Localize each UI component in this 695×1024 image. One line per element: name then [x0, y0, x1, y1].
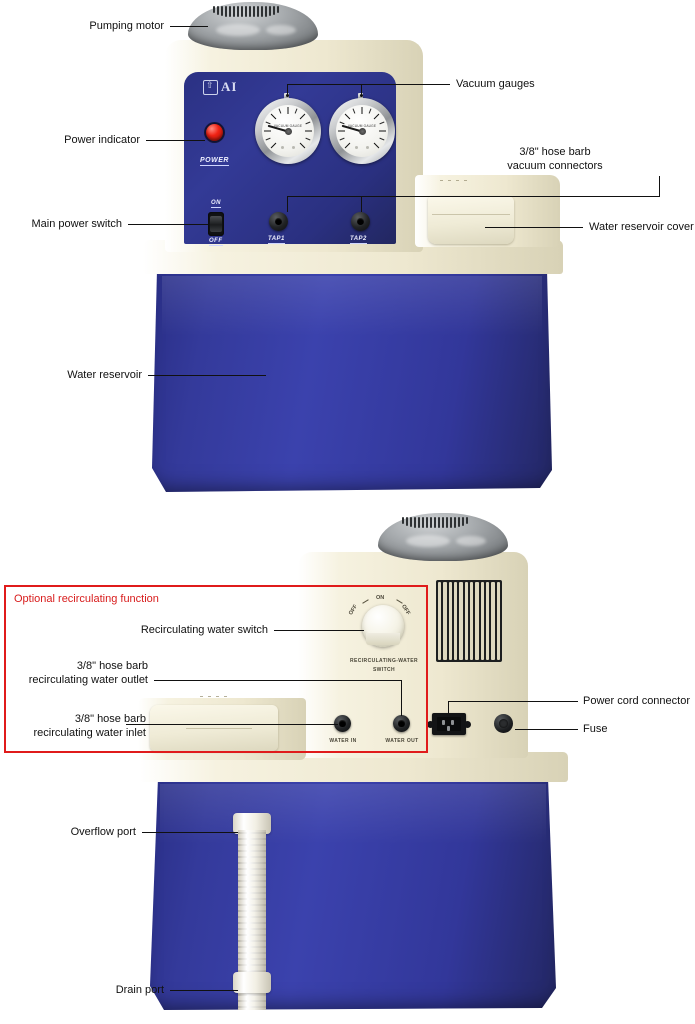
leader-recirc-outlet: [154, 680, 402, 681]
callout-recirc-outlet-line1: 3/8" hose barb: [76, 660, 148, 672]
water-out-label: WATER OUT: [385, 738, 419, 744]
callout-hose-barb-vacuum-line1: 3/8" hose barb: [519, 146, 591, 158]
motor-cover-gloss-rear: [406, 535, 450, 547]
leader-water-reservoir-cover: [485, 227, 583, 228]
callout-drain-port: Drain port: [115, 984, 164, 996]
water-reservoir-cover[interactable]: [428, 196, 514, 244]
fuse-holder[interactable]: [494, 714, 513, 733]
vacuum-gauge-right: VACUUM GAUGE MPa: [329, 98, 395, 164]
callout-pumping-motor: Pumping motor: [89, 20, 164, 32]
cooling-vent-grille: [436, 580, 502, 662]
leader-vacuum-gauges-branch-right: [361, 84, 362, 96]
vacuum-connector-tap2[interactable]: [351, 212, 370, 231]
leader-dot-gauge-right: [360, 94, 363, 97]
vacuum-gauge-left: VACUUM GAUGE MPa: [255, 98, 321, 164]
leader-recirc-inlet: [126, 724, 338, 725]
warning-symbol-icon: [203, 80, 218, 95]
vacuum-gauge-left-title: VACUUM GAUGE: [273, 124, 303, 128]
switch-on-label: ON: [211, 200, 221, 208]
callout-recirc-inlet-line1: 3/8" hose barb: [74, 713, 146, 725]
brand-logo: AI: [221, 79, 238, 94]
leader-main-power-switch: [128, 224, 208, 225]
motor-vent-slots: [213, 6, 295, 17]
warning-arrow-icon: ⇧: [206, 80, 214, 90]
leader-drain-port: [170, 990, 238, 991]
optional-recirculating-function-label: Optional recirculating function: [14, 593, 159, 605]
switch-off-label: OFF: [209, 238, 223, 246]
power-label: POWER: [200, 157, 229, 166]
tap1-label: TAP1: [268, 236, 285, 244]
drain-port-fitting: [233, 972, 271, 993]
power-indicator-led[interactable]: [206, 124, 223, 141]
reservoir-cover-seam-rear: [186, 728, 252, 729]
knob-on-label: ON: [376, 595, 385, 601]
leader-hose-barb-vacuum: [287, 196, 660, 197]
reservoir-cover-vents-rear: [200, 696, 227, 697]
leader-water-reservoir: [148, 375, 266, 376]
callout-recirc-outlet-line2: recirculating water outlet: [28, 674, 148, 686]
main-power-switch-control[interactable]: [208, 212, 224, 236]
leader-power-cord-connector: [448, 701, 578, 702]
recirculating-water-outlet-barb[interactable]: [393, 715, 410, 732]
vacuum-gauge-right-title: VACUUM GAUGE: [347, 124, 377, 128]
reservoir-cover-vents: [440, 180, 467, 181]
callout-main-power-switch: Main power switch: [31, 218, 122, 230]
callout-fuse: Fuse: [583, 723, 608, 735]
recirculating-knob-flat: [366, 633, 400, 645]
motor-cover-gloss-2: [266, 25, 296, 35]
vacuum-connector-tap1[interactable]: [269, 212, 288, 231]
leader-overflow-port: [142, 832, 238, 833]
recirculating-switch-caption-line1: RECIRCULATING-WATER: [350, 658, 418, 664]
tap2-label: TAP2: [350, 236, 367, 244]
leader-vacuum-gauges-branch-left: [287, 84, 288, 96]
vacuum-gauge-right-face: VACUUM GAUGE MPa: [336, 105, 388, 157]
figure-rear-view: OFF ON OFF RECIRCULATING-WATER SWITCH WA…: [0, 500, 695, 1024]
leader-hose-barb-branch-tap1: [287, 196, 288, 212]
callout-overflow-port: Overflow port: [70, 826, 136, 838]
leader-recirc-outlet-drop: [401, 680, 402, 716]
reservoir-cover-seam: [432, 214, 510, 215]
vacuum-gauge-right-hub: [358, 127, 366, 135]
callout-water-reservoir: Water reservoir: [67, 369, 142, 381]
motor-vent-slots-rear: [402, 517, 484, 528]
vacuum-gauge-left-hub: [284, 127, 292, 135]
leader-recirculating-water-switch: [274, 630, 364, 631]
leader-pumping-motor: [170, 26, 208, 27]
callout-recirc-inlet-line2: recirculating water inlet: [33, 727, 147, 739]
callout-hose-barb-vacuum-line2: vacuum connectors: [507, 160, 603, 172]
recirculating-switch-caption-line2: SWITCH: [372, 667, 396, 673]
callout-power-indicator: Power indicator: [64, 134, 140, 146]
leader-hose-barb-riser: [659, 176, 660, 196]
recirculating-water-inlet-barb[interactable]: [334, 715, 351, 732]
callout-recirculating-water-switch: Recirculating water switch: [140, 624, 268, 636]
water-in-label: WATER IN: [329, 738, 357, 744]
reservoir-highlight: [162, 276, 542, 336]
callout-vacuum-gauges: Vacuum gauges: [456, 78, 535, 90]
water-reservoir-body: [152, 270, 552, 492]
leader-power-indicator: [146, 140, 205, 141]
optional-recirculating-function-box: [4, 585, 428, 753]
leader-power-cord-drop: [448, 701, 449, 714]
leader-fuse: [515, 729, 578, 730]
vacuum-gauge-left-face: VACUUM GAUGE MPa: [262, 105, 314, 157]
overflow-port-fitting: [233, 813, 271, 834]
leader-dot-gauge-left: [286, 94, 289, 97]
reservoir-highlight-rear: [160, 784, 546, 844]
power-cord-connector-socket[interactable]: [427, 713, 471, 735]
callout-water-reservoir-cover: Water reservoir cover: [589, 221, 694, 233]
leader-hose-barb-branch-tap2: [361, 196, 362, 212]
motor-cover-gloss-rear-2: [456, 536, 486, 546]
figure-front-view: ⇧ AI POWER ON OFF: [0, 0, 695, 500]
motor-cover-gloss: [216, 24, 260, 36]
water-reservoir-body-rear: [150, 778, 556, 1010]
leader-vacuum-gauges-h: [287, 84, 450, 85]
callout-power-cord-connector: Power cord connector: [583, 695, 690, 707]
